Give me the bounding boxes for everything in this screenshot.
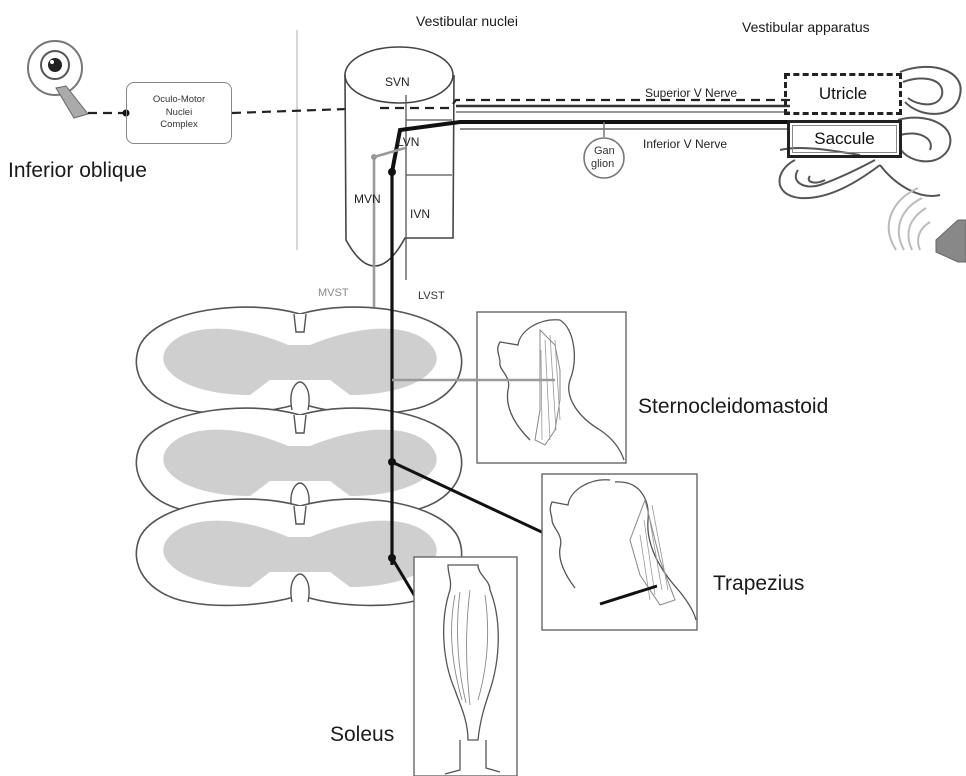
vestibular-apparatus-header: Vestibular apparatus <box>742 20 870 34</box>
vestibular-nuclei-header: Vestibular nuclei <box>416 14 518 28</box>
mvn-label: MVN <box>354 193 381 205</box>
eye-icon <box>28 41 88 118</box>
oculomotor-line-1: Oculo-Motor <box>153 94 205 107</box>
oculomotor-line-3: Complex <box>160 119 198 132</box>
inferior-nerve-label: Inferior V Nerve <box>643 138 727 150</box>
svn-label: SVN <box>385 76 410 88</box>
spinal-cord-section-2 <box>136 408 461 514</box>
superior-nerve-label: Superior V Nerve <box>645 87 737 99</box>
lvn-label: LVN <box>397 136 419 148</box>
soleus-label: Soleus <box>330 724 394 745</box>
oculomotor-nuclei-box: Oculo-Motor Nuclei Complex <box>126 82 232 144</box>
spinal-cord-section-1 <box>136 307 461 413</box>
ganglion-label-1: Gan <box>594 146 615 157</box>
mvst-label: MVST <box>318 288 349 299</box>
oculomotor-line-2: Nuclei <box>166 107 192 120</box>
speaker-icon <box>889 188 966 262</box>
utricle-box: Utricle <box>784 73 902 115</box>
trapezius-panel <box>542 474 697 630</box>
sternocleidomastoid-label: Sternocleidomastoid <box>638 396 828 417</box>
ganglion-label-2: glion <box>591 159 614 170</box>
spinal-cord-section-3 <box>136 499 461 605</box>
ivn-label: IVN <box>410 208 430 220</box>
trapezius-label: Trapezius <box>713 573 804 594</box>
soleus-panel <box>414 557 517 776</box>
inferior-oblique-label: Inferior oblique <box>8 160 147 181</box>
saccule-label: Saccule <box>814 129 874 149</box>
saccule-box: Saccule <box>787 120 902 158</box>
lvst-label: LVST <box>418 291 445 302</box>
utricle-label: Utricle <box>819 84 867 104</box>
